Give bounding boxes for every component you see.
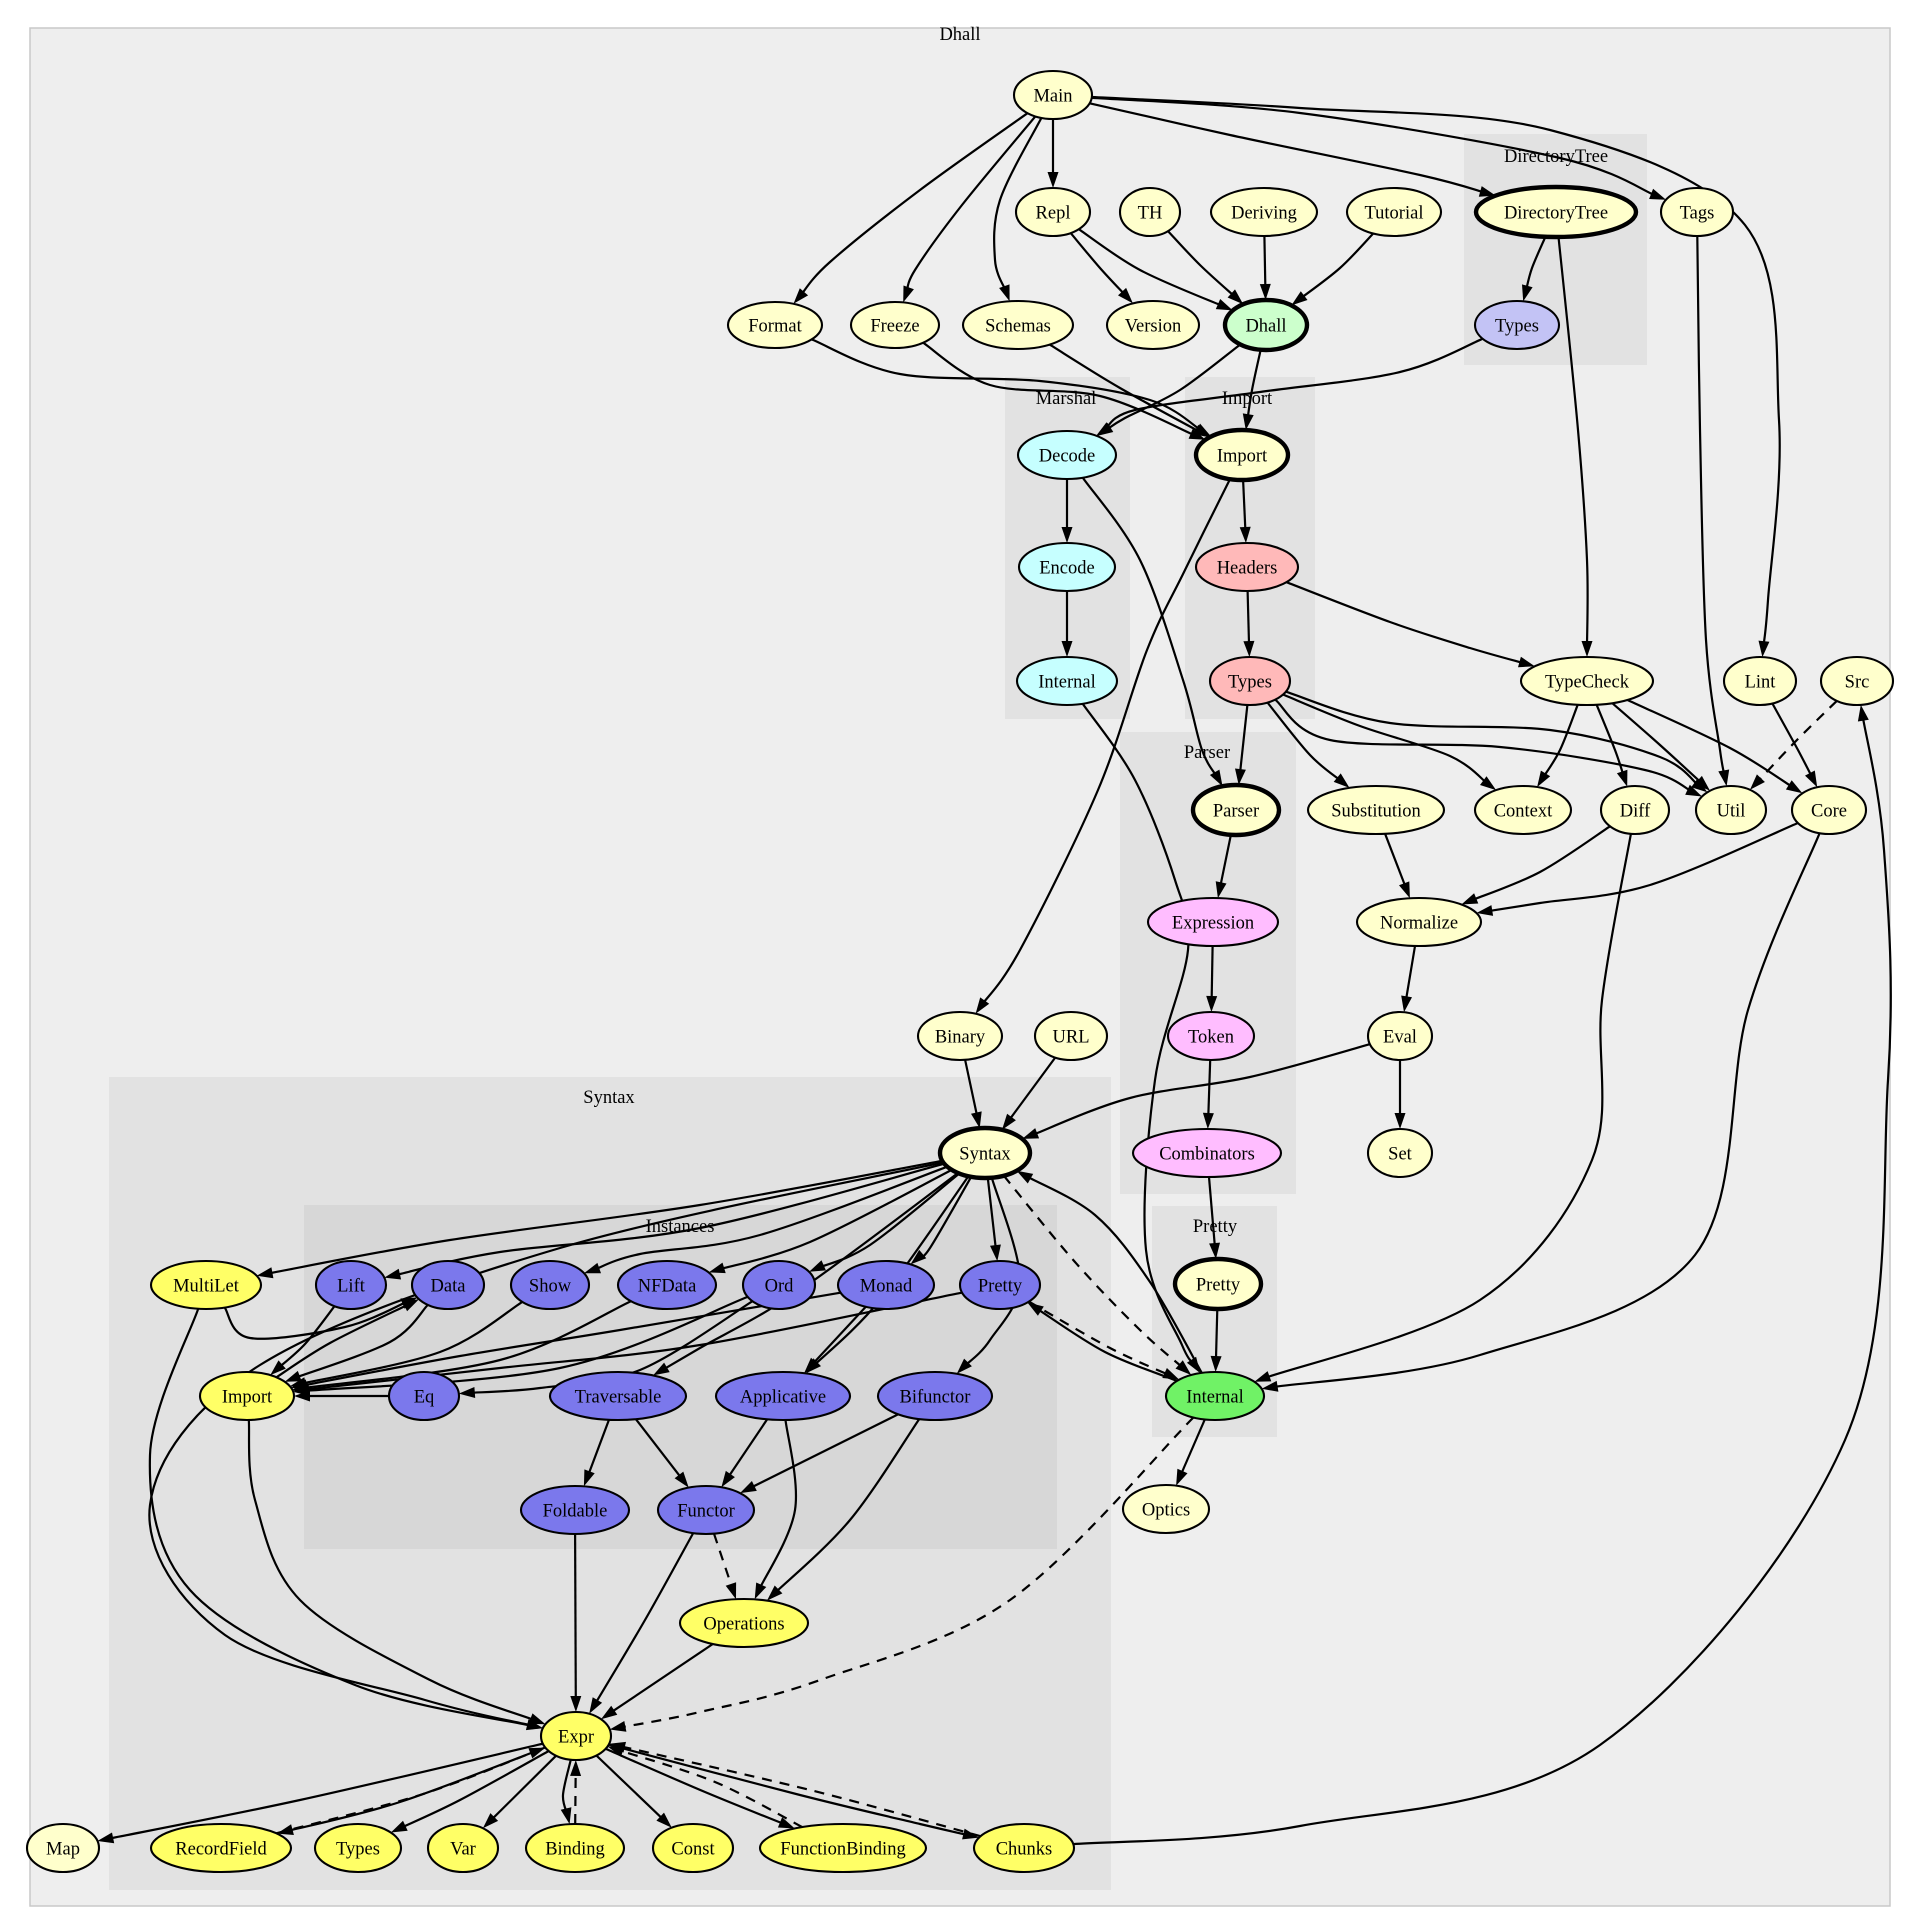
svg-text:Expr: Expr: [558, 1728, 594, 1748]
svg-text:Import: Import: [1217, 447, 1268, 467]
svg-text:Import: Import: [1222, 389, 1273, 409]
svg-text:Data: Data: [431, 1277, 466, 1297]
svg-text:Traversable: Traversable: [575, 1388, 662, 1408]
svg-text:Pretty: Pretty: [1193, 1217, 1238, 1237]
svg-text:Internal: Internal: [1038, 673, 1096, 693]
svg-text:Types: Types: [1495, 317, 1539, 337]
svg-text:Operations: Operations: [703, 1615, 784, 1635]
svg-text:Var: Var: [450, 1840, 476, 1860]
svg-text:Parser: Parser: [1184, 743, 1230, 763]
svg-text:Pretty: Pretty: [1196, 1276, 1241, 1296]
svg-text:Import: Import: [222, 1388, 273, 1408]
svg-text:Version: Version: [1125, 317, 1182, 337]
svg-text:Src: Src: [1845, 673, 1870, 693]
svg-text:Diff: Diff: [1620, 802, 1651, 822]
svg-text:Core: Core: [1811, 802, 1847, 822]
svg-text:TH: TH: [1138, 204, 1163, 224]
svg-text:MultiLet: MultiLet: [173, 1277, 240, 1297]
svg-text:Binary: Binary: [935, 1028, 986, 1048]
svg-text:Lift: Lift: [337, 1277, 366, 1297]
svg-text:Parser: Parser: [1213, 802, 1259, 822]
svg-text:FunctionBinding: FunctionBinding: [780, 1840, 905, 1860]
svg-text:Monad: Monad: [860, 1277, 913, 1297]
svg-text:Const: Const: [671, 1840, 715, 1860]
svg-text:Tags: Tags: [1680, 204, 1715, 224]
svg-text:Dhall: Dhall: [939, 25, 980, 45]
svg-text:Token: Token: [1188, 1028, 1234, 1048]
svg-text:Decode: Decode: [1039, 447, 1096, 467]
svg-text:Applicative: Applicative: [740, 1388, 826, 1408]
svg-text:Expression: Expression: [1172, 914, 1254, 934]
svg-text:Eq: Eq: [414, 1388, 435, 1408]
svg-text:Map: Map: [46, 1840, 80, 1860]
svg-text:RecordField: RecordField: [175, 1840, 267, 1860]
svg-text:Optics: Optics: [1142, 1501, 1190, 1521]
svg-text:Encode: Encode: [1039, 559, 1094, 579]
svg-text:Util: Util: [1717, 802, 1746, 822]
svg-text:Repl: Repl: [1036, 204, 1071, 224]
svg-text:Pretty: Pretty: [978, 1277, 1023, 1297]
svg-text:Syntax: Syntax: [959, 1145, 1011, 1165]
svg-text:Deriving: Deriving: [1231, 204, 1297, 224]
svg-text:DirectoryTree: DirectoryTree: [1504, 204, 1608, 224]
svg-text:Headers: Headers: [1217, 559, 1278, 579]
svg-text:Tutorial: Tutorial: [1365, 204, 1424, 224]
svg-text:Context: Context: [1494, 802, 1553, 822]
svg-text:Chunks: Chunks: [996, 1840, 1053, 1860]
svg-text:Main: Main: [1033, 87, 1072, 107]
svg-text:Show: Show: [529, 1277, 572, 1297]
svg-text:Binding: Binding: [545, 1840, 605, 1860]
svg-text:Internal: Internal: [1186, 1388, 1244, 1408]
svg-text:Schemas: Schemas: [985, 317, 1051, 337]
svg-text:Format: Format: [748, 317, 802, 337]
svg-text:Types: Types: [1228, 673, 1272, 693]
svg-text:Substitution: Substitution: [1331, 802, 1420, 822]
svg-text:Set: Set: [1388, 1145, 1413, 1165]
svg-text:Normalize: Normalize: [1380, 914, 1458, 934]
svg-text:Types: Types: [336, 1840, 380, 1860]
svg-text:Dhall: Dhall: [1245, 317, 1286, 337]
svg-text:NFData: NFData: [638, 1277, 697, 1297]
svg-text:Combinators: Combinators: [1159, 1145, 1255, 1165]
svg-text:Eval: Eval: [1383, 1028, 1417, 1048]
svg-text:URL: URL: [1053, 1028, 1090, 1048]
svg-text:Functor: Functor: [677, 1502, 735, 1522]
svg-text:Foldable: Foldable: [543, 1502, 608, 1522]
svg-text:Lint: Lint: [1745, 673, 1777, 693]
svg-text:Ord: Ord: [765, 1277, 795, 1297]
svg-text:TypeCheck: TypeCheck: [1545, 673, 1630, 693]
svg-text:Syntax: Syntax: [583, 1088, 635, 1108]
svg-text:Freeze: Freeze: [870, 317, 919, 337]
svg-text:Bifunctor: Bifunctor: [900, 1388, 971, 1408]
